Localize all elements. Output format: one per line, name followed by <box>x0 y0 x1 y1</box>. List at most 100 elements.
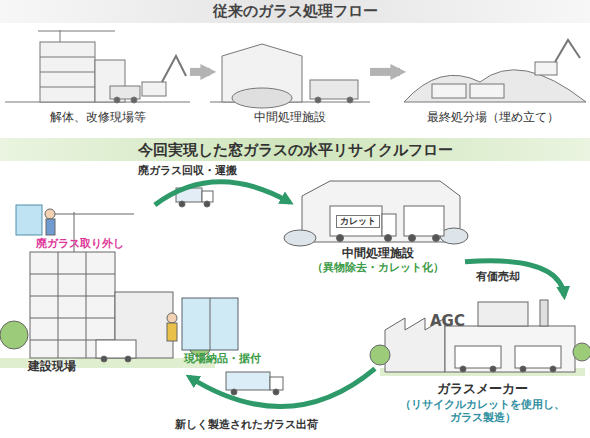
node-label: 中間処理施設 <box>342 246 414 261</box>
flow-arrow <box>190 68 210 76</box>
floor-line <box>30 296 115 297</box>
wheel <box>101 356 107 362</box>
flatbed-truck-art <box>226 372 283 395</box>
chimney <box>540 300 548 326</box>
wheel <box>131 97 137 103</box>
process-node: ガラスメーカー（リサイクルカレットを使用し、ガラス製造） <box>375 296 590 428</box>
wheel <box>520 366 526 372</box>
tree <box>573 343 590 361</box>
demolition-site-sketch <box>5 30 190 103</box>
node-label: 解体、改修現場等 <box>50 110 146 125</box>
node-label: ガラスメーカー <box>437 381 528 397</box>
annotation: 現場納品・据付 <box>184 352 261 365</box>
factory-hall <box>445 326 575 372</box>
node-label: 建設現場 <box>28 359 76 374</box>
cullet-truck <box>330 206 382 236</box>
wheel <box>315 97 321 103</box>
excavator-arm <box>162 56 186 82</box>
debris-pile <box>232 88 292 108</box>
crane-mast <box>60 30 61 42</box>
floor-line <box>30 318 115 319</box>
node-label: 最終処分場（埋め立て） <box>427 110 559 125</box>
floor-line <box>40 72 95 73</box>
excavator-arm <box>555 40 580 62</box>
floor-line <box>40 87 95 88</box>
truck <box>470 84 504 98</box>
excavator-body <box>535 62 557 75</box>
truck-cab <box>270 377 283 390</box>
glass-factory-art <box>370 300 590 376</box>
node-sublabel: （異物除去・カレット化） <box>312 261 444 275</box>
worker-body <box>46 219 55 235</box>
edge-label: 新しく製造されたガラス出荷 <box>175 418 318 431</box>
floor-line <box>40 57 95 58</box>
truck <box>310 80 358 99</box>
warehouse <box>302 181 460 242</box>
node-label: 中間処理施設 <box>254 110 326 125</box>
annotation: AGC <box>430 312 465 330</box>
wheel <box>433 235 440 242</box>
truck-sign: カレット <box>336 215 380 228</box>
flow-arrow <box>155 182 290 205</box>
flow-arrow <box>189 369 375 407</box>
landfill-sketch <box>404 40 586 102</box>
wheel <box>409 235 416 242</box>
wheel <box>550 366 556 372</box>
worker-head <box>167 313 177 323</box>
column-line <box>58 252 59 358</box>
processing-plant-art <box>284 181 468 246</box>
truck <box>432 84 466 98</box>
truck <box>96 340 136 358</box>
wheel <box>385 235 392 242</box>
worker-body <box>167 323 177 341</box>
process-node: 解体、改修現場等 <box>5 26 190 128</box>
process-node: 最終処分場（埋め立て） <box>400 26 585 128</box>
wheel <box>347 97 353 103</box>
process-node: 中間処理施設 <box>210 26 370 128</box>
section-heading: 今回実現した窓ガラスの水平リサイクルフロー <box>0 141 590 159</box>
construction-site-art <box>0 205 238 368</box>
floor-line <box>30 274 115 275</box>
truck <box>404 206 444 236</box>
edge-label: 有価売却 <box>476 270 520 283</box>
wheel <box>114 97 120 103</box>
column-line <box>86 252 87 358</box>
removed-window <box>16 205 42 235</box>
wheel <box>231 389 237 395</box>
processing-plant-sketch <box>210 44 370 108</box>
annotation: 廃ガラス取り外し <box>36 237 124 250</box>
flow-arrow <box>465 261 564 296</box>
crane-jib <box>54 214 134 215</box>
wheel <box>179 201 185 207</box>
edge-label: 廃ガラス回収・運搬 <box>138 164 237 177</box>
wheel <box>490 366 496 372</box>
window-mullion <box>210 298 211 350</box>
truck <box>515 346 561 368</box>
section-band <box>0 138 590 161</box>
title-band <box>0 0 590 23</box>
dump-truck-art <box>176 188 213 207</box>
wheel <box>204 201 210 207</box>
node-sublabel: （リサイクルカレットを使用し、ガラス製造） <box>397 398 569 426</box>
office-block <box>478 302 528 326</box>
truck-cab <box>202 191 213 202</box>
flow-arrow <box>370 68 400 76</box>
truck <box>455 346 501 368</box>
glass-pile <box>284 230 316 246</box>
wheel <box>125 356 131 362</box>
new-window <box>182 298 238 350</box>
wheel <box>337 235 344 242</box>
wheel <box>273 389 279 395</box>
tree <box>0 321 28 349</box>
diagram-title: 従来のガラス処理フロー <box>0 2 590 20</box>
worker-head <box>45 209 55 219</box>
wheel <box>460 366 466 372</box>
crane-jib <box>38 31 115 32</box>
process-node: 建設現場 <box>0 205 215 377</box>
glass-rack <box>226 372 270 390</box>
